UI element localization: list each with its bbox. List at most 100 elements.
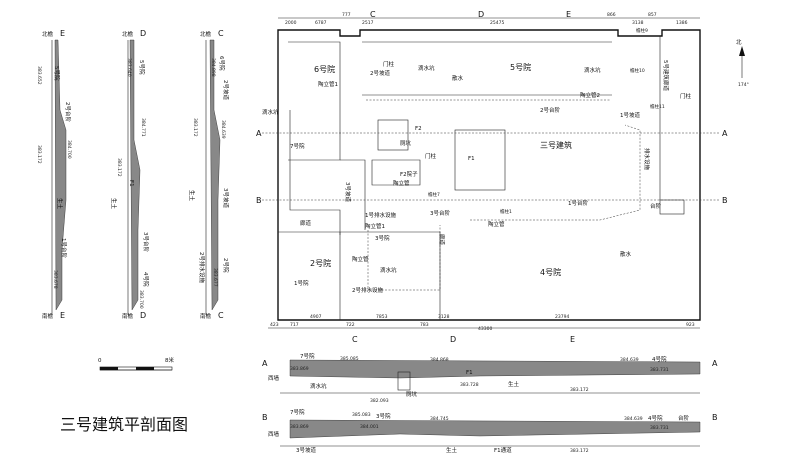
section-d-elev-3: 383.172 <box>116 158 122 177</box>
label-pipe-m1: 陶立管1 <box>365 222 385 230</box>
label-ramp2: 2号坡道 <box>370 69 390 77</box>
section-d-elev-2: 384.771 <box>140 118 146 137</box>
section-e-elev-4: 383.678 <box>52 270 58 289</box>
plan-section-a-left: A <box>256 129 262 138</box>
label-yard6: 6号院 <box>314 64 335 74</box>
section-d-bottom-id: D <box>140 311 146 320</box>
label-eave1: 檐柱1 <box>500 208 512 215</box>
bottom-dim-0: 423 <box>270 322 279 328</box>
section-c-elev-3: 383.172 <box>192 118 198 137</box>
section-e-e: E 北檐 5号院 383.652 2号台阶 384.700 383.172 生土… <box>36 29 72 320</box>
section-c-north-eave: 北檐 <box>200 30 212 38</box>
label-step2: 2号台阶 <box>540 106 560 114</box>
section-a-label-9: F1 <box>466 370 473 376</box>
section-a-label-6: 383.731 <box>650 367 669 373</box>
section-b-label-4: 384.639 <box>624 416 643 422</box>
section-b-label-11: 3号坡道 <box>296 446 316 454</box>
label-slope1: 1号坡道 <box>620 111 640 119</box>
label-yard5: 5号院 <box>510 62 531 72</box>
section-c-c: C 北檐 6号院 384.898 2号坡道 384.639 383.172 生土… <box>188 29 230 320</box>
scale-bar-seg1 <box>100 367 118 370</box>
top-dim-8: 1386 <box>676 20 688 26</box>
label-drip-pit-top2: 滴水坑 <box>584 66 601 74</box>
label-pillar11: 檐柱11 <box>650 103 665 110</box>
section-b-label-13: F1通道 <box>494 446 512 454</box>
label-drain-right: 排水设施 <box>643 148 651 171</box>
section-c-elev-2: 384.639 <box>220 120 226 139</box>
section-b-label-12: 生土 <box>446 446 458 454</box>
section-d-yard5: 5号院 <box>138 60 146 75</box>
label-step-right: 台阶 <box>650 202 662 210</box>
scale-bar-seg2 <box>136 367 154 370</box>
section-d-elev-4: 383.700 <box>138 290 144 309</box>
label-yard3: 3号院 <box>375 234 390 242</box>
section-b-label-5: 4号院 <box>648 414 663 422</box>
section-a-profile <box>289 359 701 379</box>
section-e-step2: 2号台阶 <box>64 102 72 122</box>
top-dim-6: 3138 <box>632 20 644 26</box>
top-dim-2: 777 <box>342 12 351 18</box>
scale-bar: 0 8米 <box>98 356 174 371</box>
section-e-elev-3: 383.172 <box>36 145 42 164</box>
label-pillar-top: 门柱 <box>383 60 395 68</box>
label-step1: 1号台阶 <box>568 199 588 207</box>
bottom-dim-3: 722 <box>346 322 355 328</box>
section-b-label-2: 3号院 <box>376 412 391 420</box>
plan-room-f2 <box>377 119 409 151</box>
plan-section-d-top: D <box>478 10 484 19</box>
plan-f2-yard <box>371 159 421 186</box>
section-e-bottom-id: E <box>60 311 65 320</box>
section-b-label-6: 台阶 <box>678 414 690 422</box>
section-b-label-10: 西墙 <box>268 430 280 438</box>
plan-outer-wall <box>277 29 701 321</box>
plan-section-d-bottom: D <box>450 335 456 344</box>
section-e-south-eave: 南檐 <box>42 312 54 320</box>
label-drain1: 1号排水设施 <box>365 211 396 219</box>
label-step3: 3号台阶 <box>430 209 450 217</box>
plan-west-corridor <box>289 110 341 235</box>
section-a-label-1: 385.085 <box>340 356 359 362</box>
plan-section-a-right: A <box>722 129 728 138</box>
plan-room-f1 <box>454 129 506 191</box>
section-b-right-id: B <box>712 413 718 422</box>
label-drain2: 2号排水设施 <box>352 286 383 294</box>
plan-yard6-wall <box>288 41 341 161</box>
section-c-ramp2: 2号坡道 <box>222 80 230 100</box>
section-e-profile <box>54 39 67 311</box>
scale-bar-end: 8米 <box>165 356 174 364</box>
section-d-natural-soil: 生土 <box>110 198 118 210</box>
section-c-top-id: C <box>218 29 224 38</box>
section-b-label-14: 383.172 <box>570 448 589 454</box>
bottom-dim-6: 3128 <box>438 314 450 320</box>
label-pillar-mid: 门柱 <box>425 152 437 160</box>
plan-drain-west <box>367 225 441 291</box>
plan-section-b-left: B <box>256 196 262 205</box>
label-ramp3: 3号坡道 <box>344 182 352 202</box>
label-pipe2: 陶立管2 <box>580 91 600 99</box>
north-label: 北 <box>736 38 742 46</box>
label-drip-pit-top: 滴水坑 <box>418 64 435 72</box>
label-pillar9: 檐柱9 <box>636 27 648 34</box>
label-pillar10: 檐柱10 <box>630 67 645 74</box>
bottom-dim-1: 717 <box>290 322 299 328</box>
top-dim-5: 866 <box>607 12 616 18</box>
label-pipe-m2: 陶立管 <box>488 220 505 228</box>
bottom-dim-5: 783 <box>420 322 429 328</box>
label-drip-pit-left: 滴水坑 <box>262 108 279 116</box>
section-d-d: D 北檐 5号院 383.640 384.771 383.172 F1 生土 3… <box>110 29 150 320</box>
section-c-south-eave: 南檐 <box>200 312 212 320</box>
section-a-label-7: 西墙 <box>268 374 280 382</box>
section-c-yard6: 6号院 <box>218 56 226 71</box>
section-a-label-12: 厕坑 <box>406 390 418 398</box>
section-a-label-11: 生土 <box>508 380 520 388</box>
section-c-yard2: 2号院 <box>222 258 230 273</box>
bottom-dim-9: 923 <box>686 322 695 328</box>
section-c-bottom-id: C <box>218 311 224 320</box>
plan-section-e-top: E <box>566 10 571 19</box>
section-e-natural-soil: 生土 <box>56 198 64 210</box>
section-c-natural-soil: 生土 <box>188 190 196 202</box>
label-corridor-left: 廊道 <box>300 219 312 227</box>
plan-section-e-bottom: E <box>570 335 575 344</box>
bottom-dim-4: 7853 <box>376 314 388 320</box>
